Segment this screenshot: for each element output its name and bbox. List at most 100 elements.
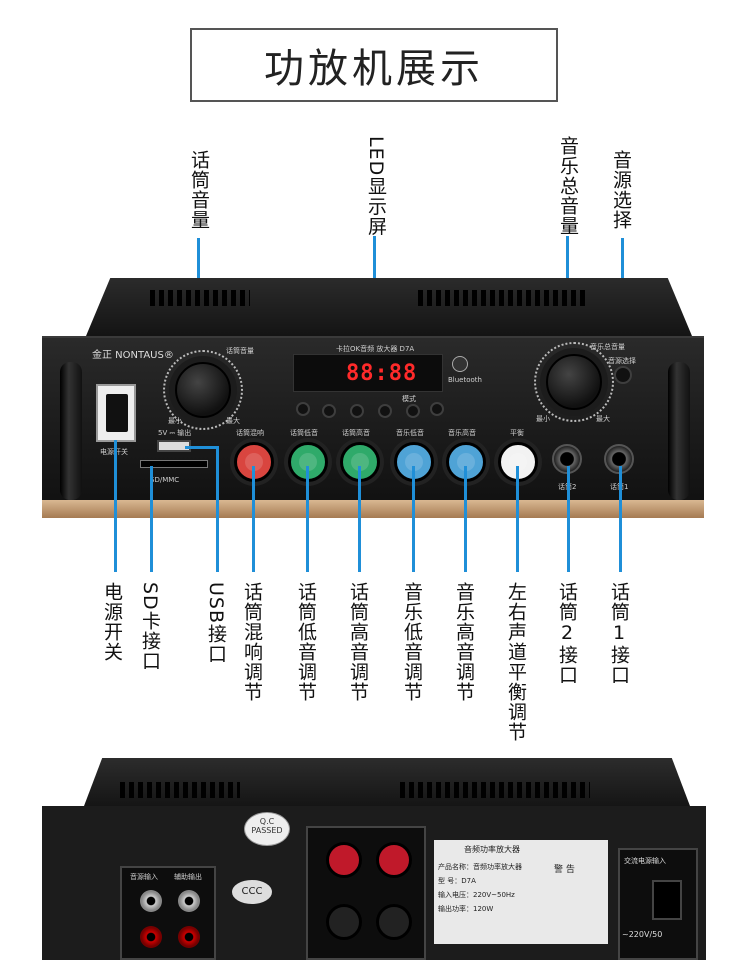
callout-mic1-jack: 话筒1接口 [608, 582, 630, 685]
rating-plate: 音频功率放大器 产品名称：音频功率放大器 型 号：D7A 输入电压：220V~5… [434, 840, 608, 944]
usb-label: 5V ⎓ 输出 [158, 429, 192, 437]
power-cord-plug[interactable] [652, 880, 682, 920]
function-button-1[interactable] [296, 402, 310, 416]
callout-mic-bass: 话筒低音调节 [295, 582, 317, 702]
lead-usb [216, 446, 219, 572]
speaker-terminal-right-positive[interactable] [376, 842, 412, 878]
callout-balance: 左右声道平衡调节 [505, 582, 527, 742]
vent-left [150, 290, 250, 306]
function-button-2[interactable] [430, 402, 444, 416]
lead-music-bass [412, 466, 415, 572]
lead-balance [516, 466, 519, 572]
callout-usb-port: USB接口 [205, 582, 227, 665]
model-label: 卡拉OK音频 放大器 D7A [336, 345, 415, 353]
bluetooth-icon [452, 356, 468, 372]
callout-music-treble: 音乐高音调节 [453, 582, 475, 702]
callout-sd-port: SD卡接口 [139, 582, 161, 671]
power-rocker[interactable] [106, 394, 128, 432]
speaker-terminal-left-positive[interactable] [326, 842, 362, 878]
brand-logo: 金正 NONTAUS® [92, 350, 174, 361]
callout-music-bass: 音乐低音调节 [401, 582, 423, 702]
power-switch[interactable] [96, 384, 136, 442]
source-select-button[interactable] [614, 366, 632, 384]
mic-volume-knob[interactable] [175, 362, 231, 418]
callout-mic-treble: 话筒高音调节 [347, 582, 369, 702]
mic-volume-scale [163, 350, 243, 430]
vent-right [418, 290, 586, 306]
knob-label-mic-bass: 话筒低音 [290, 429, 318, 437]
ac-input-label: 交流电源输入 [624, 857, 666, 865]
lead-power [114, 440, 117, 572]
rear-vent-right [400, 782, 590, 798]
rca-aux-out-left[interactable] [178, 890, 200, 912]
callout-power-switch: 电源开关 [101, 582, 123, 662]
speaker-terminal-box [306, 826, 426, 960]
voltage-label: ~220V/50 [622, 930, 663, 939]
led-display: 88:88 [293, 354, 443, 392]
mode-label: 模式 [402, 395, 416, 403]
mic-volume-panel-label: 话筒音量 [226, 347, 254, 355]
rca-audio-in-left[interactable] [140, 890, 162, 912]
bluetooth-label: Bluetooth [448, 376, 482, 384]
speaker-terminal-right-negative[interactable] [376, 904, 412, 940]
mic-volume-min: 最小 [168, 417, 182, 425]
right-handle [668, 362, 690, 500]
callout-mic2-jack: 话筒2接口 [556, 582, 578, 685]
qc-label: Q.C PASSED [251, 817, 283, 835]
music-volume-scale [534, 342, 614, 422]
lead-sd [150, 466, 153, 572]
plate-line-4: 输出功率：120W [438, 905, 494, 913]
prev-button[interactable] [322, 404, 336, 418]
lead-mic-echo [252, 466, 255, 572]
knob-label-mic-treble: 话筒高音 [342, 429, 370, 437]
play-pause-button[interactable] [350, 404, 364, 418]
amplifier-top [86, 278, 692, 336]
music-volume-max: 最大 [596, 415, 610, 423]
left-handle [60, 362, 82, 500]
lead-usb-horizontal [185, 446, 217, 449]
music-master-volume-knob[interactable] [546, 354, 602, 410]
ccc-mark: CCC [232, 880, 272, 904]
display-digits: 88:88 [346, 361, 418, 386]
rca-audio-in-right[interactable] [140, 926, 162, 948]
audio-in-label: 音源输入 [130, 873, 158, 881]
next-button[interactable] [378, 404, 392, 418]
rear-input-box [120, 866, 216, 960]
plate-title: 音频功率放大器 [464, 845, 520, 854]
knob-label-music-bass: 音乐低音 [396, 429, 424, 437]
mode-button[interactable] [406, 404, 420, 418]
rca-aux-out-right[interactable] [178, 926, 200, 948]
sd-label: SD/MMC [150, 476, 180, 484]
lead-mic1 [619, 466, 622, 572]
callout-source-select: 音源选择 [610, 150, 632, 230]
page-title: 功放机展示 [264, 46, 484, 92]
mic-echo-knob[interactable] [234, 442, 274, 482]
callout-mic-echo: 话筒混响调节 [241, 582, 263, 702]
page-title-box: 功放机展示 [190, 28, 558, 102]
plate-line-2: 型 号：D7A [438, 877, 476, 885]
callout-music-master-volume: 音乐总音量 [557, 136, 579, 236]
speaker-terminal-left-negative[interactable] [326, 904, 362, 940]
lead-mic-bass [306, 466, 309, 572]
qc-passed-sticker: Q.C PASSED [244, 812, 290, 846]
ccc-label: CCC [241, 886, 263, 897]
music-volume-panel-label: 音乐总音量 [590, 343, 625, 351]
source-panel-label: 音源选择 [608, 357, 636, 365]
mic-volume-max: 最大 [226, 417, 240, 425]
warning-label: 警 告 [554, 865, 575, 875]
aux-out-label: 辅助输出 [174, 873, 202, 881]
music-treble-knob[interactable] [446, 442, 486, 482]
balance-knob[interactable] [498, 442, 538, 482]
callout-mic-volume: 话筒音量 [188, 150, 210, 230]
callout-led-display: LED显示屏 [365, 136, 387, 237]
knob-label-balance: 平衡 [510, 429, 524, 437]
rear-vent-left [120, 782, 240, 798]
music-volume-min: 最小 [536, 415, 550, 423]
knob-label-echo: 话筒混响 [236, 429, 264, 437]
lead-mic2 [567, 466, 570, 572]
lead-mic-treble [358, 466, 361, 572]
knob-label-music-treble: 音乐高音 [448, 429, 476, 437]
plate-line-3: 输入电压：220V~50Hz [438, 891, 515, 899]
lead-music-treble [464, 466, 467, 572]
sd-card-slot[interactable] [140, 460, 208, 468]
